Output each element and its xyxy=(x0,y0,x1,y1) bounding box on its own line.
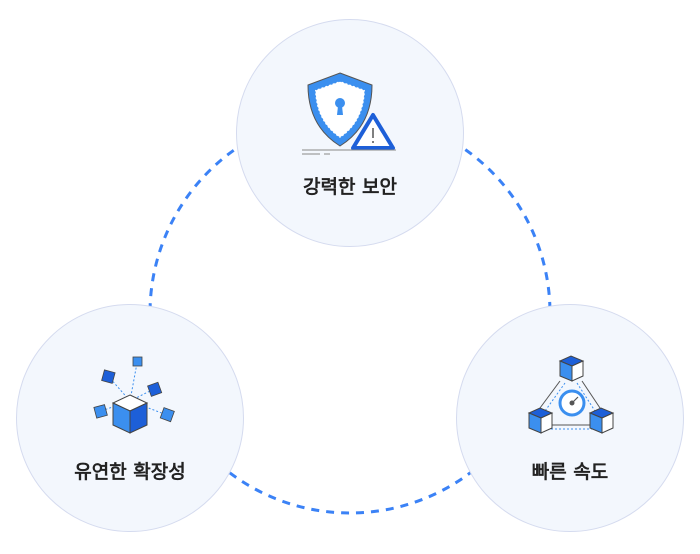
feature-label: 유연한 확장성 xyxy=(74,461,186,483)
scalable-cubes-icon xyxy=(93,356,175,434)
feature-label: 빠른 속도 xyxy=(531,461,609,483)
feature-security: 강력한 보안 xyxy=(236,19,464,247)
shield-lock-warning-icon xyxy=(302,72,396,155)
feature-scalability: 유연한 확장성 xyxy=(16,304,244,532)
feature-speed: 빠른 속도 xyxy=(456,304,684,532)
feature-label: 강력한 보안 xyxy=(302,176,397,198)
speed-network-icon xyxy=(527,355,615,434)
